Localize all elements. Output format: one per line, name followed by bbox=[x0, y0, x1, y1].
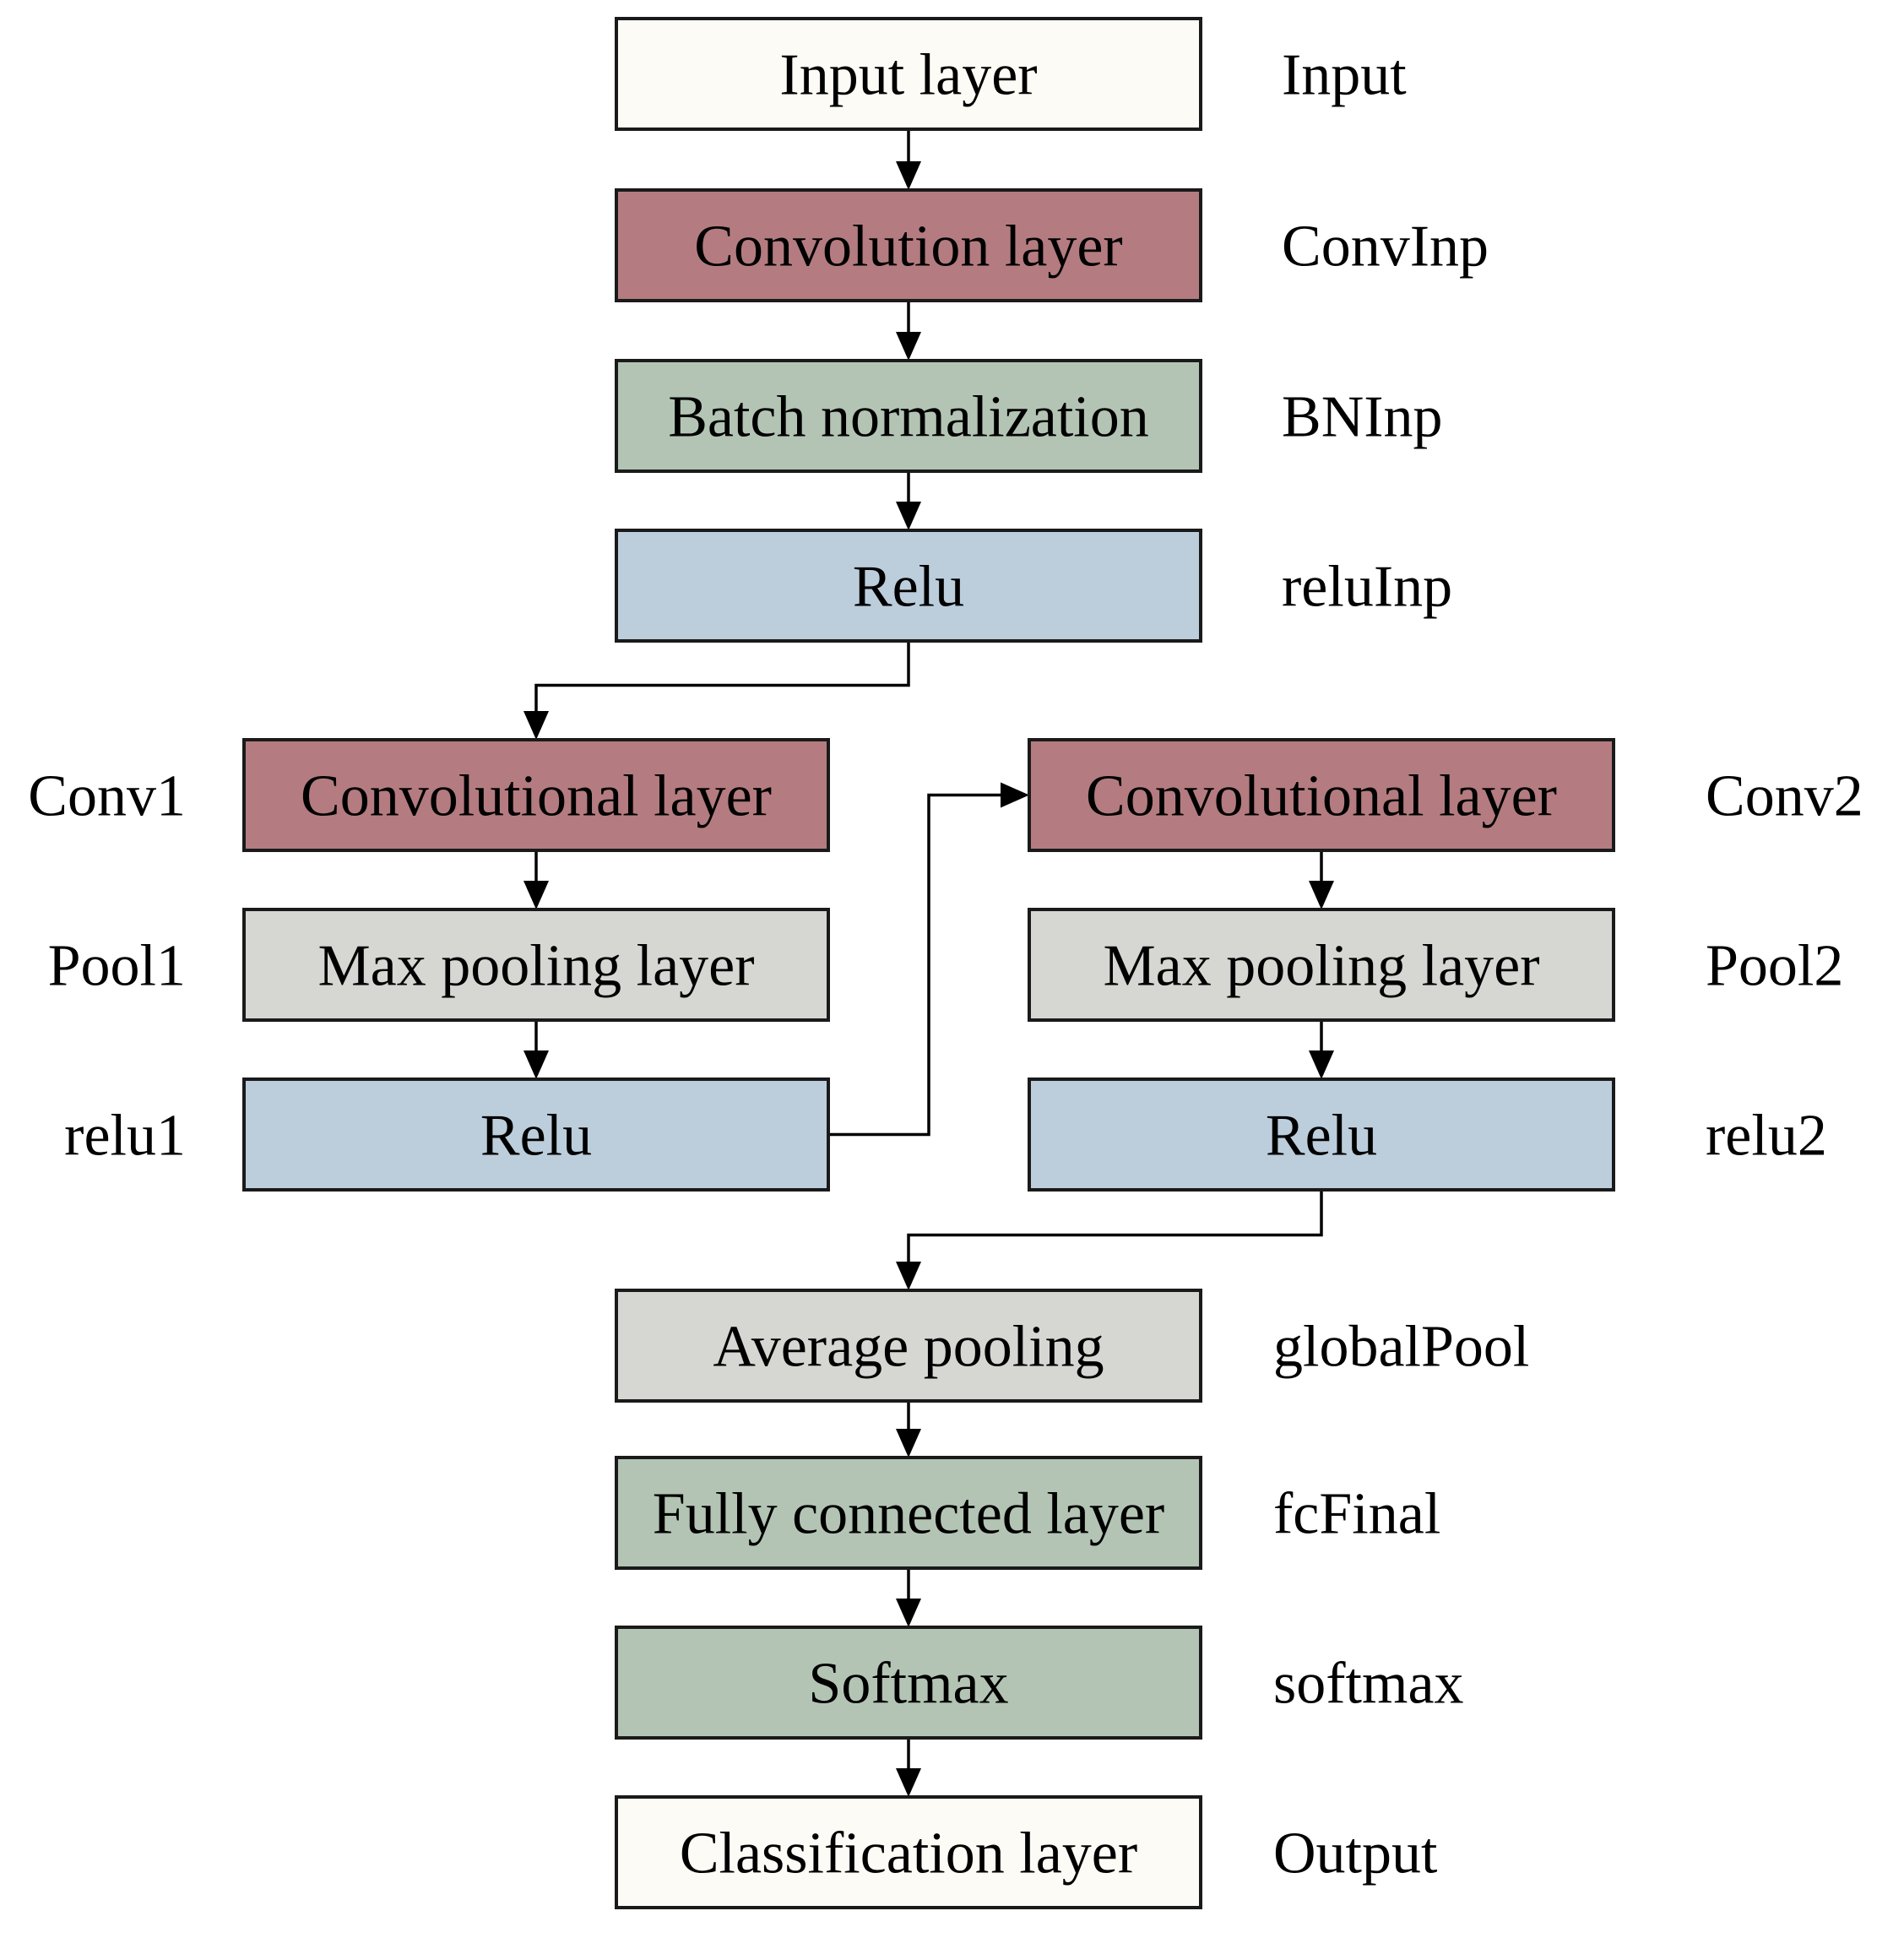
layer-box-softmax bbox=[615, 1626, 1202, 1740]
layer-label-convinp: Convolution layer bbox=[694, 214, 1122, 280]
edge-reluinp-conv1-arrowhead bbox=[523, 711, 549, 740]
edge-convinp-bninp-arrowhead bbox=[896, 332, 921, 361]
layer-relu1: Relu relu1 bbox=[64, 1078, 830, 1192]
edge-relu1-conv2-arrowhead bbox=[1001, 782, 1029, 808]
edge-conv2-pool2-arrowhead bbox=[1309, 881, 1334, 909]
layer-label-softmax: Softmax bbox=[808, 1652, 1008, 1717]
layer-name-relu1: relu1 bbox=[64, 1104, 186, 1169]
layer-box-pool2 bbox=[1028, 908, 1615, 1022]
layer-box-conv1 bbox=[242, 738, 830, 852]
layer-box-convinp bbox=[615, 188, 1202, 302]
layer-box-bninp bbox=[615, 359, 1202, 473]
layer-name-softmax: softmax bbox=[1273, 1652, 1464, 1717]
layer-input: Input layer Input bbox=[615, 17, 1407, 131]
layer-label-bninp: Batch normalization bbox=[668, 385, 1149, 450]
layer-relu2: Relu relu2 bbox=[1028, 1078, 1827, 1192]
edge-globalpool-fcfinal-arrowhead bbox=[896, 1429, 921, 1458]
layer-name-output: Output bbox=[1273, 1821, 1438, 1886]
connectors bbox=[523, 129, 1334, 1797]
edge-conv1-pool1-arrowhead bbox=[523, 881, 549, 909]
layer-label-fcfinal: Fully connected layer bbox=[653, 1482, 1164, 1547]
layer-name-conv2: Conv2 bbox=[1706, 764, 1863, 829]
layer-fcfinal: Fully connected layer fcFinal bbox=[615, 1456, 1440, 1570]
layer-label-conv2: Convolutional layer bbox=[1086, 764, 1557, 829]
layer-name-fcfinal: fcFinal bbox=[1273, 1482, 1440, 1547]
edge-input-convinp-arrowhead bbox=[896, 161, 921, 190]
layer-reluinp: Relu reluInp bbox=[615, 529, 1452, 643]
layer-label-relu1: Relu bbox=[480, 1104, 592, 1169]
layer-conv1: Convolutional layer Conv1 bbox=[28, 738, 830, 852]
edge-bninp-reluinp-arrowhead bbox=[896, 502, 921, 530]
layer-box-relu2 bbox=[1028, 1078, 1615, 1192]
layer-box-relu1 bbox=[242, 1078, 830, 1192]
layer-name-input: Input bbox=[1282, 43, 1407, 108]
layer-box-globalpool bbox=[615, 1289, 1202, 1403]
edge-relu2-globalpool-arrowhead bbox=[896, 1262, 921, 1290]
edge-reluinp-conv1 bbox=[534, 641, 910, 711]
layer-box-output bbox=[615, 1795, 1202, 1909]
edge-pool1-relu1-arrowhead bbox=[523, 1050, 549, 1079]
layer-name-pool1: Pool1 bbox=[48, 934, 186, 999]
layer-output: Classification layer Output bbox=[615, 1795, 1438, 1909]
layer-globalpool: Average pooling globalPool bbox=[615, 1289, 1529, 1403]
layer-name-conv1: Conv1 bbox=[28, 764, 186, 829]
layer-label-pool2: Max pooling layer bbox=[1103, 934, 1539, 999]
edge-relu2-globalpool bbox=[907, 1190, 1323, 1262]
layer-name-relu2: relu2 bbox=[1706, 1104, 1827, 1169]
layer-label-globalpool: Average pooling bbox=[713, 1315, 1104, 1380]
layer-label-input: Input layer bbox=[779, 43, 1037, 108]
layer-name-convinp: ConvInp bbox=[1282, 214, 1489, 280]
layer-label-output: Classification layer bbox=[680, 1821, 1137, 1886]
layer-softmax: Softmax softmax bbox=[615, 1626, 1464, 1740]
layer-label-reluinp: Relu bbox=[853, 555, 964, 620]
layer-conv2: Convolutional layer Conv2 bbox=[1028, 738, 1863, 852]
layer-box-pool1 bbox=[242, 908, 830, 1022]
layer-label-pool1: Max pooling layer bbox=[317, 934, 754, 999]
layer-label-relu2: Relu bbox=[1266, 1104, 1377, 1169]
layer-box-input bbox=[615, 17, 1202, 131]
layer-name-globalpool: globalPool bbox=[1273, 1315, 1529, 1380]
edge-softmax-output-arrowhead bbox=[896, 1768, 921, 1797]
layer-pool2: Max pooling layer Pool2 bbox=[1028, 908, 1843, 1022]
edge-pool2-relu2-arrowhead bbox=[1309, 1050, 1334, 1079]
layer-label-conv1: Convolutional layer bbox=[301, 764, 772, 829]
layer-name-reluinp: reluInp bbox=[1282, 555, 1452, 620]
layer-name-bninp: BNInp bbox=[1282, 385, 1443, 450]
layer-bninp: Batch normalization BNInp bbox=[615, 359, 1443, 473]
edge-fcfinal-softmax-arrowhead bbox=[896, 1599, 921, 1627]
layer-pool1: Max pooling layer Pool1 bbox=[48, 908, 830, 1022]
layer-box-fcfinal bbox=[615, 1456, 1202, 1570]
layer-name-pool2: Pool2 bbox=[1706, 934, 1843, 999]
layer-box-conv2 bbox=[1028, 738, 1615, 852]
layer-convinp: Convolution layer ConvInp bbox=[615, 188, 1489, 302]
edge-relu1-conv2 bbox=[828, 793, 1001, 1137]
layer-box-reluinp bbox=[615, 529, 1202, 643]
